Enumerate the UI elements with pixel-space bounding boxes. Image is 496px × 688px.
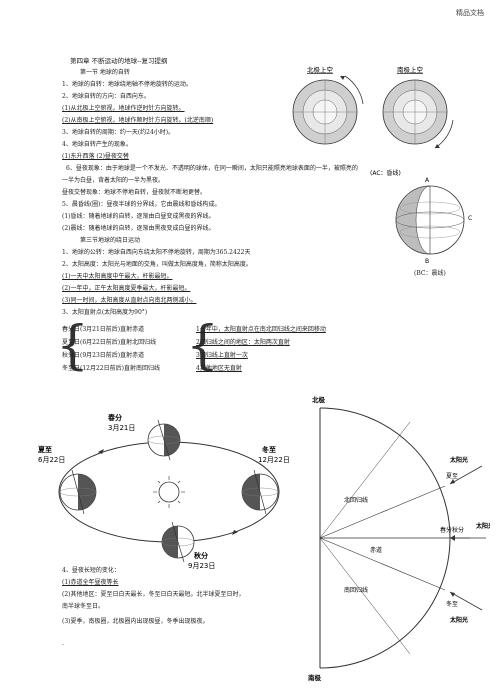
brace-right-item: 3回归线上直射一次: [196, 352, 248, 359]
south-pole-label: 南极上空: [397, 65, 424, 74]
section-title-revolution: 第三节地球的绕日运动: [80, 237, 141, 244]
text-line: (1)赤道全年昼夜等长: [62, 579, 119, 586]
text-line: (3)夏季，南极圈，北极圈内出现极昼，冬季出现极夜。: [62, 618, 209, 625]
autumn-label: 秋分: [194, 551, 208, 560]
point-b: B: [425, 258, 429, 265]
text-line: 5、晨昏线(圈)：昼夜半球的分界线，它由晨线和昏线构成。: [62, 201, 221, 208]
brace-right-item: 4其他地区无直射: [196, 365, 242, 372]
right-brace: {: [186, 316, 220, 376]
spring-date: 3月21日: [108, 424, 135, 432]
south-pole-globe: [382, 79, 454, 149]
text-line: 一半为白昼，背着太阳的一半为黑夜。: [62, 177, 165, 184]
brace-right-item: 2回归线之间的地区：太阳两次直射: [196, 339, 290, 346]
summer-solstice-label: 夏至: [446, 473, 458, 480]
dawn-line-label: (BC：晨线): [414, 270, 446, 277]
equinox-label: 春分秋分: [440, 526, 464, 534]
brace-right-item: 1一年中，太阳直射点在南北回归线之间来回移动: [196, 326, 326, 333]
text-line: 2、太阳高度：太阳光与地面的交角，叫做太阳高度角，简称太阳高度。: [62, 261, 252, 268]
brace-left-item: 春分日(3月21日前后)直射赤道: [62, 326, 145, 333]
point-a: A: [425, 177, 430, 184]
text-line: (2)一年中，正午太阳高度夏季最大，杆影最短。: [62, 285, 191, 292]
text-line: 3、地球自转的周期：约一天(约24小时)。: [62, 129, 175, 136]
day-night-globe: [395, 185, 465, 255]
winter-solstice-label: 冬至: [446, 600, 458, 608]
equator-label: 赤道: [370, 546, 382, 554]
winter-label: 冬至: [262, 445, 276, 454]
day-night-figure: (AC：昏线) A C B: [370, 169, 472, 265]
footer-dot: .: [62, 640, 64, 647]
text-line: 昼夜交替现象：地球不停地自转，昼夜就不断地更替。: [62, 189, 207, 196]
autumn-date: 9月23日: [188, 562, 215, 570]
brace-left-item: 冬至日(12月22日前后)直射南回归线: [62, 365, 160, 372]
north-pole-globe: [292, 75, 364, 145]
tropic-south-label: 南回归线: [344, 586, 368, 594]
brace-left-item: 夏至日(6月22日前后)直射北回归线: [62, 339, 157, 346]
text-line: (2)其他地区：夏至日白天最长，冬至日白天最短。北半球夏至日时，: [62, 591, 245, 598]
tropic-north-label: 北回归线: [344, 496, 368, 504]
earth-winter-solstice: [241, 469, 279, 515]
text-line: 4、地球自转产生的现象。: [62, 141, 132, 148]
chapter-title: 第四章 不断运动的地球--复习提纲: [70, 57, 168, 65]
north-pole-label: 北极: [312, 395, 326, 404]
dusk-line-label: (AC：昏线): [370, 169, 401, 177]
text-line: 南半球冬至日。: [62, 603, 105, 610]
sunlight-label: 太阳光: [475, 522, 490, 530]
text-line: (1)昏线：随着地球的自转，逐渐由白昼变成黑夜的界线。: [62, 213, 215, 220]
sunlight-label: 太阳光: [449, 456, 468, 464]
sunlight-label: 太阳光: [449, 616, 468, 624]
text-line: (3)同一时间，太阳高度从直射点向南北两侧减小。: [62, 297, 197, 304]
north-pole-label: 北极上空: [307, 65, 334, 74]
point-c: C: [468, 215, 472, 222]
left-brace: {: [56, 316, 90, 376]
sun-icon: [153, 476, 185, 508]
sun-ray-arrows: [449, 465, 486, 611]
spring-label: 春分: [107, 413, 122, 422]
text-line: 4、昼夜长短的变化：: [62, 567, 120, 574]
text-line: 1、地球的自转：地球绕地轴不停地旋转的运动。: [62, 81, 192, 88]
text-line: (2)从南极上空俯视，地球作顺时针方向旋转。(北逆南顺): [62, 117, 214, 124]
summer-label: 夏至: [38, 445, 52, 454]
summer-date: 6月22日: [38, 456, 65, 464]
polar-view-figure: 北极上空 南极上空: [292, 65, 454, 149]
text-line: 2、地球自转的方向：自西向东。: [62, 93, 150, 100]
section-title-rotation: 第一节 地球的自转: [80, 69, 130, 76]
earth-summer-solstice: [59, 469, 97, 515]
text-line: (1)一天中太阳高度中午最大，杆影最短。: [62, 273, 173, 280]
text-line: 3、太阳直射点(太阳高度为90°): [62, 309, 148, 316]
south-pole-label: 南极: [308, 673, 322, 682]
earth-spring-equinox: [147, 419, 181, 461]
latitude-lines: [319, 421, 470, 655]
text-line: (1)从北极上空俯视，地球作逆时针方向旋转。: [62, 105, 185, 112]
text-line: (1)东升西落 (2)昼夜交替: [62, 153, 129, 160]
sunlight-latitude-figure: 北极 南极 北回归线 赤道 南回归线 太阳光 太阳光 太阳光 夏至 春分秋分 冬…: [308, 395, 490, 682]
text-line: (2)晨线：随着地球的自转，逐渐由黑夜变成白昼的界线。: [62, 225, 215, 232]
revolution-figure: 春分 3月21日 夏至 6月22日 冬至 12月22日 秋分 9月23日: [38, 413, 290, 570]
earth-autumn-equinox: [161, 521, 195, 563]
text-line: 1、地球的公转：地球自西向东绕太阳不停地旋转，周期为365.2422天: [62, 249, 251, 256]
brace-left-item: 秋分日(9月23日前后)直射赤道: [62, 352, 145, 359]
page-header: 精品文档: [456, 9, 484, 17]
winter-date: 12月22日: [258, 456, 290, 464]
text-line: 6、昼夜现象：由于地球是一个不发光、不透明的球体，在同一瞬间，太阳只能照亮地球表…: [66, 165, 358, 172]
